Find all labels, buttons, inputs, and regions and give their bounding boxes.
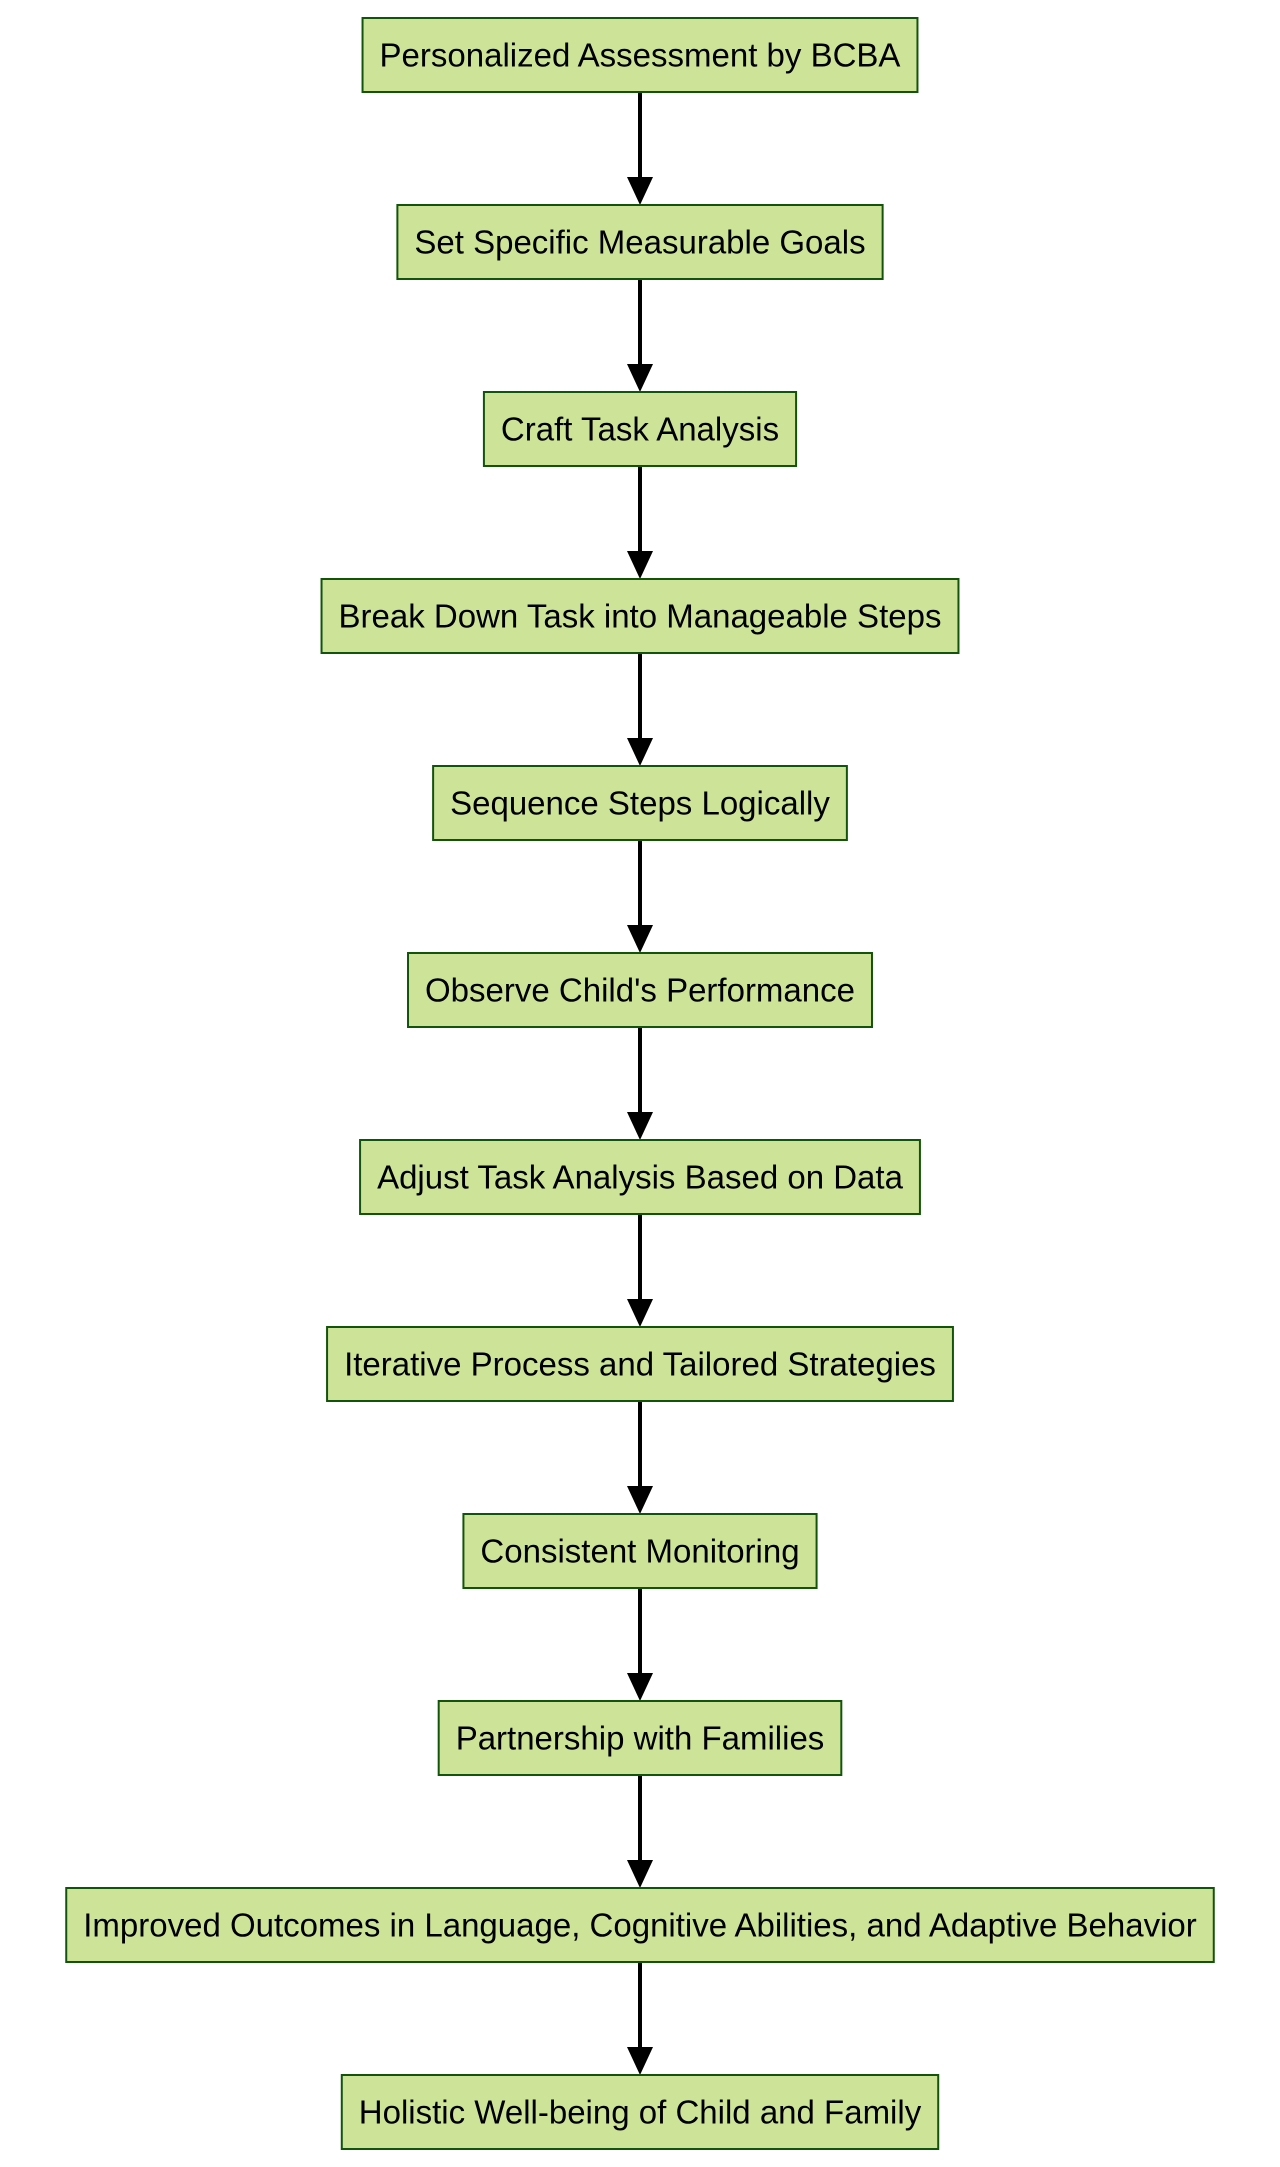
node-label: Personalized Assessment by BCBA (380, 37, 901, 74)
arrowhead (627, 925, 653, 953)
node-box (340, 2074, 940, 2150)
node-box (437, 1700, 843, 1776)
flow-node: Improved Outcomes in Language, Cognitive… (65, 1887, 1215, 1963)
edge-arrow (627, 653, 653, 766)
node-label: Observe Child's Performance (425, 972, 855, 1009)
node-box (65, 1887, 1215, 1963)
edge-arrow (627, 840, 653, 953)
node-box (462, 1513, 818, 1589)
flow-node: Adjust Task Analysis Based on Data (359, 1139, 921, 1215)
edge-arrow (627, 1401, 653, 1514)
flow-node: Observe Child's Performance (407, 952, 873, 1028)
flow-node: Consistent Monitoring (462, 1513, 818, 1589)
flow-node: Holistic Well-being of Child and Family (340, 2074, 940, 2150)
node-box (432, 765, 848, 841)
node-label: Adjust Task Analysis Based on Data (377, 1159, 904, 1196)
edge-arrow (627, 466, 653, 579)
arrowhead (627, 364, 653, 392)
arrowhead (627, 2047, 653, 2075)
arrowhead (627, 1486, 653, 1514)
arrowhead (627, 1112, 653, 1140)
arrowhead (627, 738, 653, 766)
arrowhead (627, 1299, 653, 1327)
edge-arrow (627, 1214, 653, 1327)
node-label: Holistic Well-being of Child and Family (359, 2094, 922, 2131)
node-box (396, 204, 884, 280)
edge-arrow (627, 1027, 653, 1140)
node-label: Break Down Task into Manageable Steps (339, 598, 942, 635)
arrowhead (627, 1673, 653, 1701)
node-box (407, 952, 873, 1028)
node-label: Sequence Steps Logically (450, 785, 830, 822)
node-label: Improved Outcomes in Language, Cognitive… (83, 1907, 1197, 1944)
node-box (359, 1139, 921, 1215)
edge-arrow (627, 1775, 653, 1888)
flow-node: Set Specific Measurable Goals (396, 204, 884, 280)
edge-arrow (627, 92, 653, 205)
flow-node: Craft Task Analysis (482, 391, 798, 467)
arrowhead (627, 551, 653, 579)
arrowhead (627, 177, 653, 205)
arrowhead (627, 1860, 653, 1888)
flow-node: Partnership with Families (437, 1700, 843, 1776)
flow-node: Personalized Assessment by BCBA (361, 17, 919, 93)
edge-arrow (627, 1588, 653, 1701)
node-label: Craft Task Analysis (501, 411, 779, 448)
edge-arrow (627, 279, 653, 392)
flow-node: Sequence Steps Logically (432, 765, 848, 841)
node-box (326, 1326, 954, 1402)
node-box (482, 391, 798, 467)
edge-arrow (627, 1962, 653, 2075)
node-label: Partnership with Families (456, 1720, 825, 1757)
node-label: Iterative Process and Tailored Strategie… (344, 1346, 936, 1383)
node-box (361, 17, 919, 93)
node-box (320, 578, 960, 654)
flow-node: Break Down Task into Manageable Steps (320, 578, 960, 654)
flow-node: Iterative Process and Tailored Strategie… (326, 1326, 954, 1402)
node-label: Set Specific Measurable Goals (414, 224, 865, 261)
node-label: Consistent Monitoring (480, 1533, 799, 1570)
